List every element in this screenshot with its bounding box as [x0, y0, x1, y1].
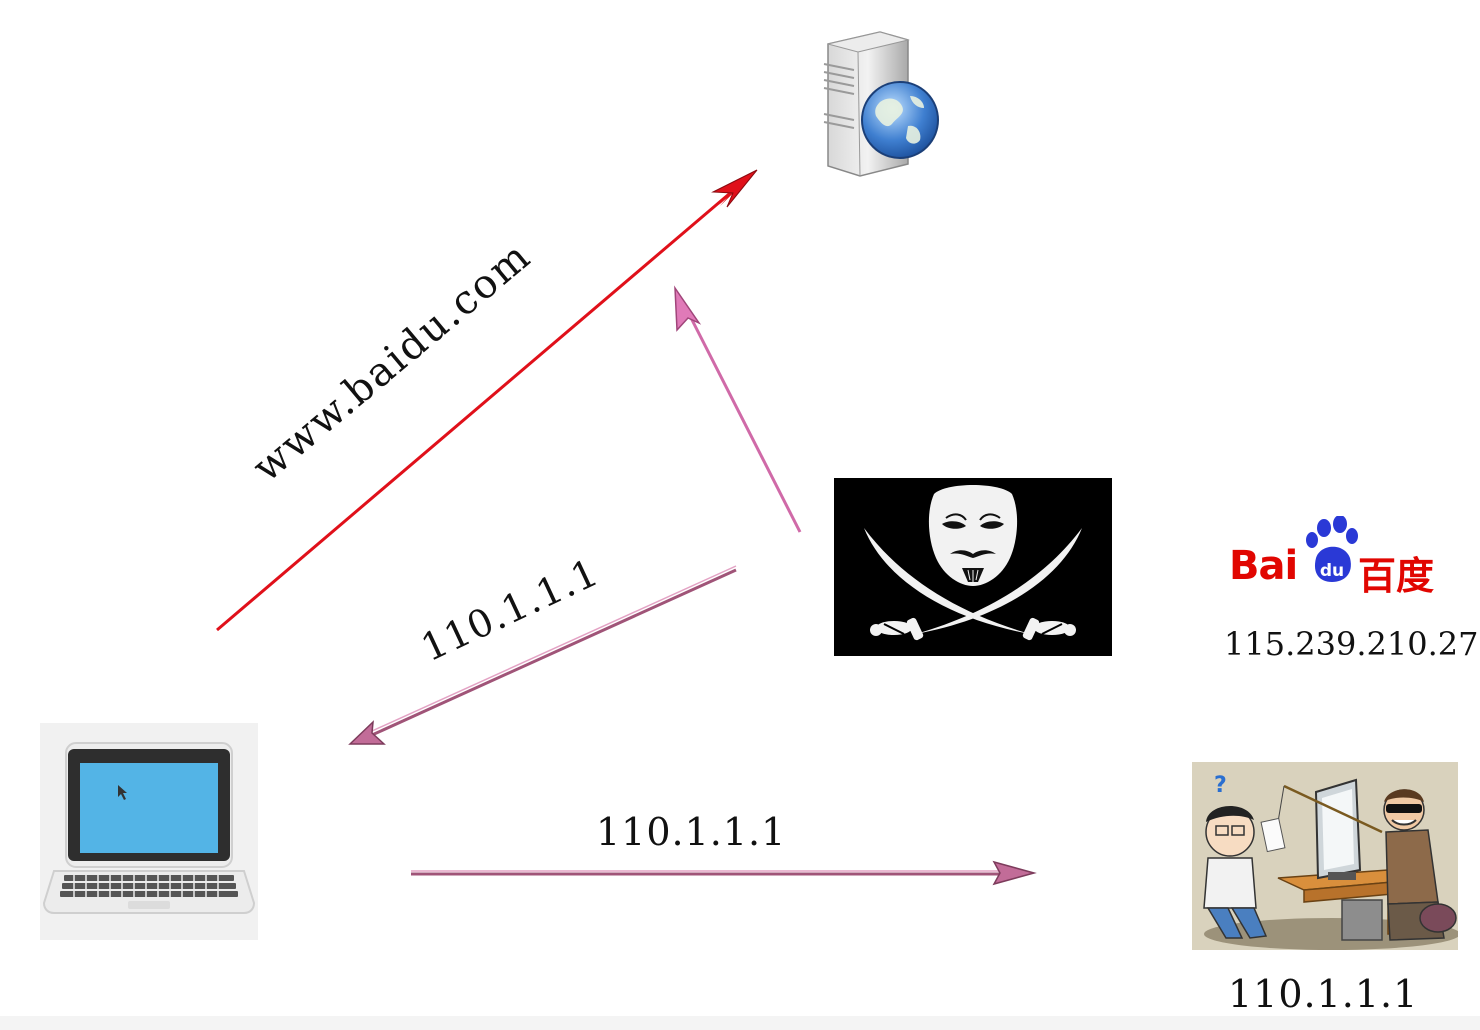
- spoofed-reply-arrow: [348, 565, 737, 745]
- baidu-ip-label: 115.239.210.27: [1224, 625, 1479, 663]
- paw-text: du: [1320, 561, 1344, 581]
- baidu-paw-icon: du: [1306, 516, 1358, 582]
- pirate-flag-icon: [834, 478, 1112, 656]
- laptop-icon: [40, 723, 258, 940]
- attacker-to-server-arrow: [674, 285, 802, 533]
- svg-text:?: ?: [1214, 773, 1227, 798]
- fake-server-ip-label: 110.1.1.1: [1228, 972, 1419, 1016]
- redirect-target-label: 110.1.1.1: [596, 810, 787, 854]
- server-globe-icon: [823, 31, 939, 177]
- phishing-cartoon-icon: ?: [1192, 762, 1458, 950]
- baidu-logo-chinese: 百度: [1358, 554, 1435, 598]
- query-arrow: [216, 169, 758, 632]
- bottom-strip: [0, 1016, 1480, 1030]
- baidu-logo-latin: Bai: [1229, 543, 1298, 589]
- redirect-arrow: [411, 860, 1037, 886]
